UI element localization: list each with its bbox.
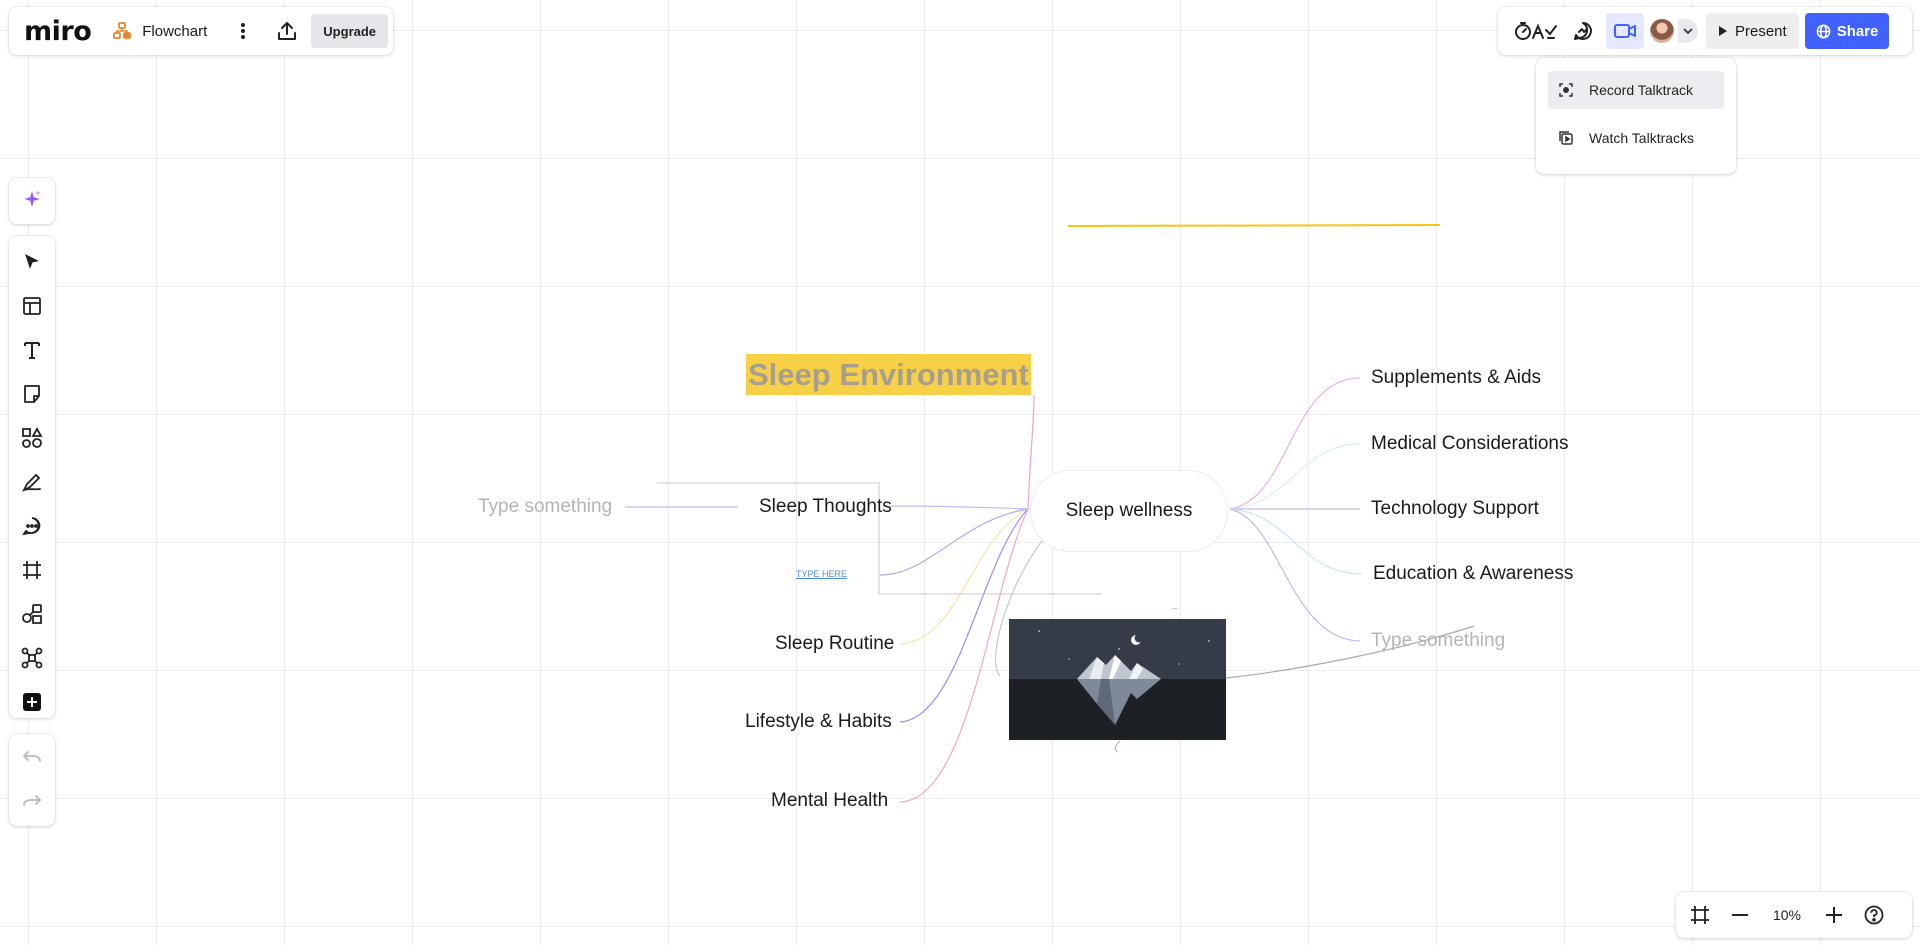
pen-icon[interactable] — [16, 466, 48, 498]
comment-icon[interactable] — [16, 510, 48, 542]
tools-toolbar — [9, 236, 55, 718]
frame-icon[interactable] — [16, 554, 48, 586]
center-node[interactable]: Sleep wellness — [1030, 470, 1228, 552]
node-medical-considerations[interactable]: Medical Considerations — [1371, 433, 1569, 454]
chat-icon[interactable] — [1564, 13, 1602, 49]
yellow-line[interactable] — [1067, 224, 1441, 227]
ai-assist-panel — [9, 178, 55, 224]
shapes-icon[interactable] — [16, 422, 48, 454]
node-supplements-aids[interactable]: Supplements & Aids — [1371, 367, 1542, 388]
sleep-environment-heading[interactable]: Sleep Environment — [746, 354, 1031, 395]
mind-map-icon[interactable] — [16, 642, 48, 674]
text-icon[interactable] — [16, 334, 48, 366]
right-placeholder-node[interactable]: Type something — [1371, 630, 1506, 651]
watch-icon — [1559, 131, 1577, 145]
record-icon — [1559, 83, 1577, 97]
collaboration-bar: Present Share — [1498, 7, 1912, 55]
ai-sparkle-icon[interactable] — [21, 188, 43, 215]
left-placeholder-node[interactable]: Type something — [478, 496, 613, 517]
talktrack-video-icon[interactable] — [1606, 13, 1644, 49]
watch-talktracks-label: Watch Talktracks — [1589, 130, 1695, 146]
node-lifestyle-habits[interactable]: Lifestyle & Habits — [745, 711, 892, 732]
node-sleep-thoughts[interactable]: Sleep Thoughts — [759, 496, 892, 517]
zoom-controls: 10% — [1676, 892, 1912, 938]
upgrade-button[interactable]: Upgrade — [311, 14, 389, 48]
watch-talktracks-item[interactable]: Watch Talktracks — [1548, 119, 1724, 157]
share-label: Share — [1836, 22, 1879, 40]
play-icon — [1719, 26, 1727, 36]
talktrack-menu: Record Talktrack Watch Talktracks — [1536, 58, 1736, 174]
help-icon[interactable] — [1854, 899, 1894, 931]
node-sleep-routine[interactable]: Sleep Routine — [775, 633, 895, 654]
present-button[interactable]: Present — [1706, 13, 1799, 49]
export-icon[interactable] — [271, 15, 303, 47]
center-node-label: Sleep wellness — [1065, 500, 1193, 521]
zoom-out-icon[interactable] — [1720, 899, 1760, 931]
select-icon[interactable] — [16, 246, 48, 278]
record-talktrack-label: Record Talktrack — [1589, 82, 1694, 98]
node-mental-health[interactable]: Mental Health — [771, 790, 889, 811]
redo-icon[interactable] — [16, 786, 48, 818]
templates-icon[interactable] — [16, 290, 48, 322]
diagram-icon[interactable] — [16, 598, 48, 630]
history-panel — [9, 734, 55, 826]
share-button[interactable]: Share — [1804, 13, 1890, 49]
sticky-note-icon[interactable] — [16, 378, 48, 410]
chevron-down-icon[interactable] — [1678, 19, 1698, 43]
board-name[interactable]: Flowchart — [142, 22, 208, 40]
globe-icon — [1816, 24, 1831, 38]
flowchart-board-icon — [113, 22, 132, 40]
node-technology-support[interactable]: Technology Support — [1371, 498, 1539, 519]
board-header: miro Flowchart Upgrade — [9, 7, 393, 55]
zoom-in-icon[interactable] — [1814, 899, 1854, 931]
zoom-level[interactable]: 10% — [1772, 907, 1802, 923]
night-mountain-image[interactable] — [1009, 619, 1226, 740]
present-label: Present — [1735, 22, 1787, 40]
more-options-icon[interactable] — [231, 15, 255, 47]
type-here-link[interactable]: TYPE HERE — [796, 569, 848, 579]
timer-reactions-icon[interactable] — [1512, 13, 1560, 49]
undo-icon[interactable] — [16, 742, 48, 774]
record-talktrack-item[interactable]: Record Talktrack — [1548, 71, 1724, 109]
more-apps-icon[interactable] — [16, 686, 48, 718]
node-education-awareness[interactable]: Education & Awareness — [1373, 563, 1574, 584]
avatar[interactable] — [1650, 19, 1674, 43]
miro-logo[interactable]: miro — [24, 15, 92, 47]
fit-to-screen-icon[interactable] — [1680, 899, 1720, 931]
